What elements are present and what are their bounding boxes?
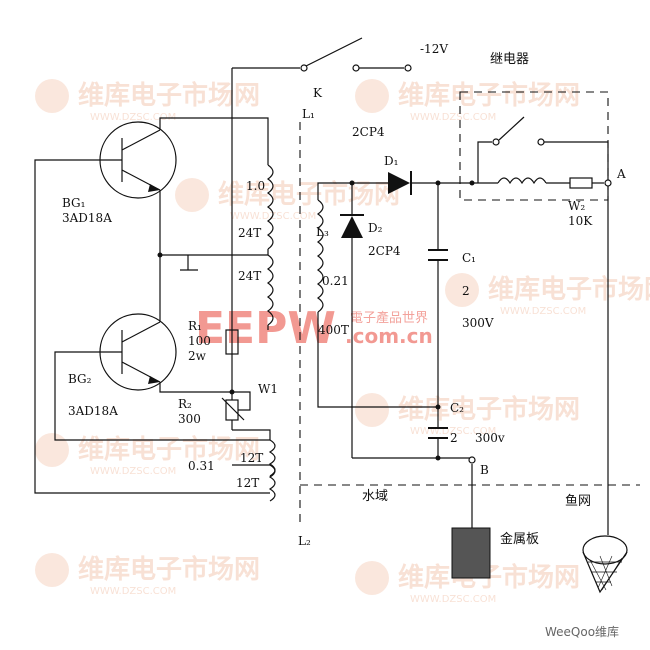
label-r2-value: 300 — [178, 412, 201, 426]
label-r1-power: 2w — [188, 349, 207, 363]
label-wire-0-31: 0.31 — [188, 459, 215, 473]
watermark-brand: 维库电子市场网 — [78, 554, 260, 585]
eepw-logo: EEPW — [195, 303, 336, 354]
label-bg1: BG₁ — [62, 196, 85, 210]
label-c2: C₂ — [450, 401, 464, 415]
watermark-url: WWW.DZSC.COM — [90, 112, 176, 123]
label-bg2: BG₂ — [68, 372, 92, 386]
label-12t-a: 12T — [240, 451, 263, 465]
label-wire-1-0: 1.0 — [246, 179, 265, 193]
watermark-url: WWW.DZSC.COM — [90, 586, 176, 597]
watermark-brand: 维库电子市场网 — [488, 274, 650, 305]
label-c1-voltage: 300V — [462, 316, 494, 330]
label-d1-type: 2CP4 — [352, 125, 385, 139]
primary-coil-bottom — [266, 254, 274, 330]
label-plate: 金属板 — [500, 531, 539, 547]
eepw-watermark: EEPW .com.cn 電子產品世界 — [195, 303, 433, 354]
label-water: 水域 — [362, 489, 388, 504]
label-w2-value: 10K — [568, 214, 593, 228]
label-l3: L₃ — [316, 225, 329, 239]
relay[interactable] — [459, 91, 609, 201]
label-d1: D₁ — [384, 154, 398, 168]
diode-d1 — [388, 171, 412, 195]
watermark-url: WWW.DZSC.COM — [500, 306, 586, 317]
watermark-url: WWW.DZSC.COM — [410, 426, 496, 437]
diode-d2 — [340, 214, 364, 238]
label-r1-value: 100 — [188, 334, 211, 348]
label-relay: 继电器 — [490, 52, 529, 67]
transistor-bg2 — [99, 313, 177, 391]
secondary-coil-l3 — [316, 182, 438, 408]
terminal-a[interactable] — [604, 179, 612, 187]
label-d2: D₂ — [368, 221, 383, 235]
label-l2: L₂ — [298, 534, 311, 548]
label-w2: W₂ — [568, 199, 585, 213]
metal-plate — [451, 527, 491, 579]
potentiometer-w1 — [221, 391, 251, 421]
feedback-coil-bottom — [268, 464, 276, 502]
watermark-url: WWW.DZSC.COM — [230, 211, 316, 222]
label-24t-b: 24T — [238, 269, 261, 283]
capacitor-c1 — [428, 249, 448, 261]
rectifier-wiring — [351, 182, 498, 530]
resistor-w2 — [569, 177, 593, 189]
label-point-a: A — [616, 167, 626, 181]
terminal-b[interactable] — [468, 456, 476, 464]
eepw-domain: .com.cn — [345, 324, 433, 348]
watermark-row-1: 维库电子市场网 WWW.DZSC.COM 维库电子市场网 WWW.DZSC.CO… — [35, 79, 580, 123]
watermark-url: WWW.DZSC.COM — [90, 466, 176, 477]
label-c1: C₁ — [462, 251, 476, 265]
label-l1: L₁ — [302, 107, 315, 121]
watermark-brand: 维库电子市场网 — [218, 179, 400, 210]
label-l3-wire: 0.21 — [322, 274, 349, 288]
label-12t-b: 12T — [236, 476, 259, 490]
watermark-brand: 维库电子市场网 — [78, 434, 260, 465]
label-k: K — [313, 86, 323, 100]
labels: K -12V 继电器 L₁ L₂ L₃ 2CP4 D₁ D₂ 2CP4 BG₁ … — [62, 42, 626, 548]
watermark-url: WWW.DZSC.COM — [410, 112, 496, 123]
watermark-row-3: 维库电子市场网 WWW.DZSC.COM 维库电子市场网 WWW.DZSC.CO… — [35, 393, 580, 477]
label-d2-type: 2CP4 — [368, 244, 401, 258]
switch-k[interactable] — [231, 37, 412, 85]
watermark-row-2: 维库电子市场网 WWW.DZSC.COM 维库电子市场网 WWW.DZSC.CO… — [175, 178, 650, 317]
resistor-r1 — [225, 329, 239, 355]
left-wiring — [34, 85, 271, 494]
label-c2-voltage: 300v — [475, 431, 505, 445]
watermark-brand: 维库电子市场网 — [398, 394, 580, 425]
label-r2: R₂ — [178, 397, 192, 411]
feedback-coil-top — [268, 439, 276, 477]
eepw-cn-text: 電子產品世界 — [350, 310, 428, 326]
watermark-brand: 维库电子市场网 — [398, 80, 580, 111]
label-w1: W1 — [258, 382, 278, 396]
label-net: 鱼网 — [565, 493, 591, 509]
label-neg12v: -12V — [420, 42, 448, 56]
watermark-brand: 维库电子市场网 — [78, 80, 260, 111]
watermark-row-4: 维库电子市场网 WWW.DZSC.COM 维库电子市场网 WWW.DZSC.CO… — [35, 553, 580, 605]
weeqoo-footer-logo: WeeQoo维库 — [545, 624, 619, 639]
label-point-b: B — [480, 463, 489, 477]
label-bg2-type: 3AD18A — [68, 404, 118, 418]
label-r1: R₁ — [188, 319, 202, 333]
label-l3-turns: 400T — [318, 323, 349, 337]
watermark-layer: 维库电子市场网 WWW.DZSC.COM 维库电子市场网 WWW.DZSC.CO… — [35, 79, 650, 605]
watermark-url: WWW.DZSC.COM — [410, 594, 496, 605]
transistor-bg1 — [99, 121, 177, 199]
capacitor-c2 — [428, 427, 448, 439]
label-c2-value: 2 — [450, 431, 458, 445]
label-c1-value: 2 — [462, 284, 470, 298]
fishing-net-icon — [582, 535, 628, 594]
label-bg1-type: 3AD18A — [62, 211, 112, 225]
primary-coil-top — [266, 164, 274, 255]
label-24t-a: 24T — [238, 226, 261, 240]
